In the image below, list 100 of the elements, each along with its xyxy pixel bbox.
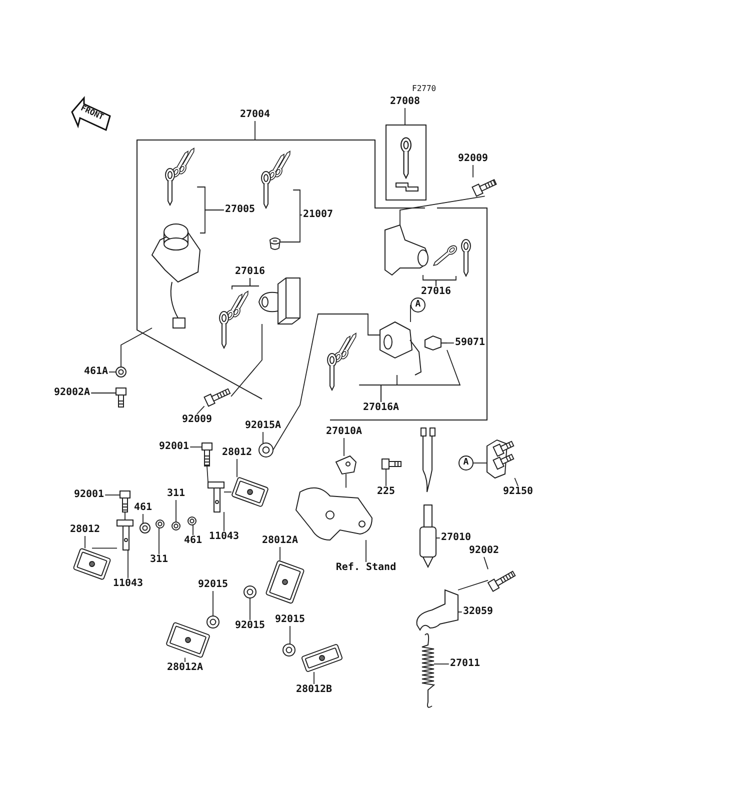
bolt-drawing	[487, 570, 516, 592]
leader-line	[90, 392, 116, 394]
nut-drawing	[244, 586, 256, 598]
part-number: 27010	[440, 532, 472, 544]
part-number: 92015	[274, 614, 306, 626]
lock-drawing	[384, 224, 428, 276]
part-number: 27010A	[324, 426, 364, 438]
leader-line	[158, 528, 160, 554]
leader-line	[192, 524, 194, 536]
leader-line	[200, 210, 224, 234]
part-number: 92009	[456, 153, 490, 165]
leader-line	[380, 350, 461, 402]
lock-drawing	[258, 278, 300, 324]
leader-line	[212, 590, 214, 616]
nut-drawing	[258, 442, 274, 458]
assembly-line	[230, 324, 262, 397]
bolt-drawing	[116, 388, 126, 408]
key-set-drawing	[165, 147, 194, 206]
assembly-line	[400, 196, 486, 226]
part-number: 27008	[388, 96, 422, 108]
part-number: 461	[182, 535, 204, 547]
cap-drawing	[270, 238, 280, 250]
leader-line	[446, 342, 454, 344]
leader-line	[142, 514, 144, 524]
key-set-drawing	[219, 290, 248, 350]
bolt-drawing	[202, 442, 212, 466]
part-number: 27011	[448, 658, 482, 670]
part-number: 92150	[502, 486, 534, 498]
part-number: 28012B	[294, 684, 334, 696]
assembly-line	[120, 328, 152, 368]
part-number: 32059	[462, 606, 494, 618]
part-number: 28012	[68, 524, 102, 536]
key-card-frame	[386, 124, 426, 200]
leader-line	[84, 536, 86, 549]
assembly-line	[272, 314, 380, 450]
nut-drawing	[206, 616, 220, 628]
figure-number: F2770	[412, 85, 436, 93]
part-number: 92001	[158, 441, 190, 453]
key-set-drawing	[327, 332, 356, 392]
assembly-line	[206, 466, 208, 482]
reference-circle: A	[410, 298, 426, 312]
lock-drawing	[380, 321, 422, 376]
nut-drawing	[156, 520, 164, 528]
nut-drawing	[172, 522, 180, 530]
nut-drawing	[282, 644, 296, 656]
part-number: 92002	[468, 545, 500, 557]
screw-drawing	[472, 179, 497, 197]
part-number: 27016A	[362, 402, 400, 414]
part-number: 59071	[454, 337, 486, 349]
part-number: 92001	[72, 489, 106, 501]
part-number: 28012A	[260, 535, 300, 547]
key-set-drawing	[432, 239, 471, 278]
part-number: 21007	[302, 209, 334, 221]
part-number: 461	[132, 502, 154, 514]
part-number: 311	[148, 554, 170, 566]
bracket-drawing	[208, 482, 224, 512]
part-number: 27005	[224, 204, 256, 216]
leader-line	[196, 406, 205, 414]
assembly-line	[92, 548, 118, 549]
leader-line	[262, 432, 264, 444]
part-number: 92009	[180, 414, 214, 426]
screw-drawing	[382, 458, 402, 470]
part-number: 27004	[238, 109, 272, 121]
part-number: 225	[376, 486, 396, 498]
screw-drawing	[204, 388, 231, 407]
part-number: 28012	[220, 447, 254, 459]
bracket-drawing	[335, 455, 357, 475]
spring-drawing	[422, 633, 434, 708]
ignition-lock-drawing	[151, 224, 201, 328]
leader-line	[473, 462, 488, 464]
leader-line	[236, 458, 238, 478]
washer-drawing	[188, 516, 196, 526]
part-number: 461A	[82, 366, 110, 378]
reference-circle: A	[458, 456, 474, 470]
assembly-line	[458, 580, 488, 590]
leader-line	[254, 120, 256, 140]
bolt-drawing	[120, 490, 130, 512]
assembly-line	[124, 512, 126, 520]
switch-drawing	[420, 428, 436, 568]
part-number: 92015	[196, 579, 230, 591]
leader-line	[436, 276, 456, 286]
leader-line	[292, 190, 302, 216]
clip-drawing	[424, 335, 448, 351]
leader-line	[104, 494, 120, 496]
leader-line	[184, 657, 186, 662]
part-number: 92002A	[52, 387, 92, 399]
leader-line	[472, 164, 474, 178]
plate-drawing	[416, 590, 458, 630]
part-number: 92015	[234, 620, 266, 632]
washer-drawing	[116, 366, 126, 378]
part-number: 11043	[208, 531, 240, 543]
part-number: 92015A	[244, 420, 282, 432]
key-set-drawing	[261, 150, 290, 210]
bracket-drawing	[116, 520, 134, 550]
reference-label: Ref. Stand	[334, 562, 398, 574]
leader-line	[514, 478, 518, 486]
leader-line	[250, 278, 260, 286]
leader-line	[190, 446, 202, 448]
leader-line	[484, 556, 488, 570]
part-number: 27016	[420, 286, 452, 298]
